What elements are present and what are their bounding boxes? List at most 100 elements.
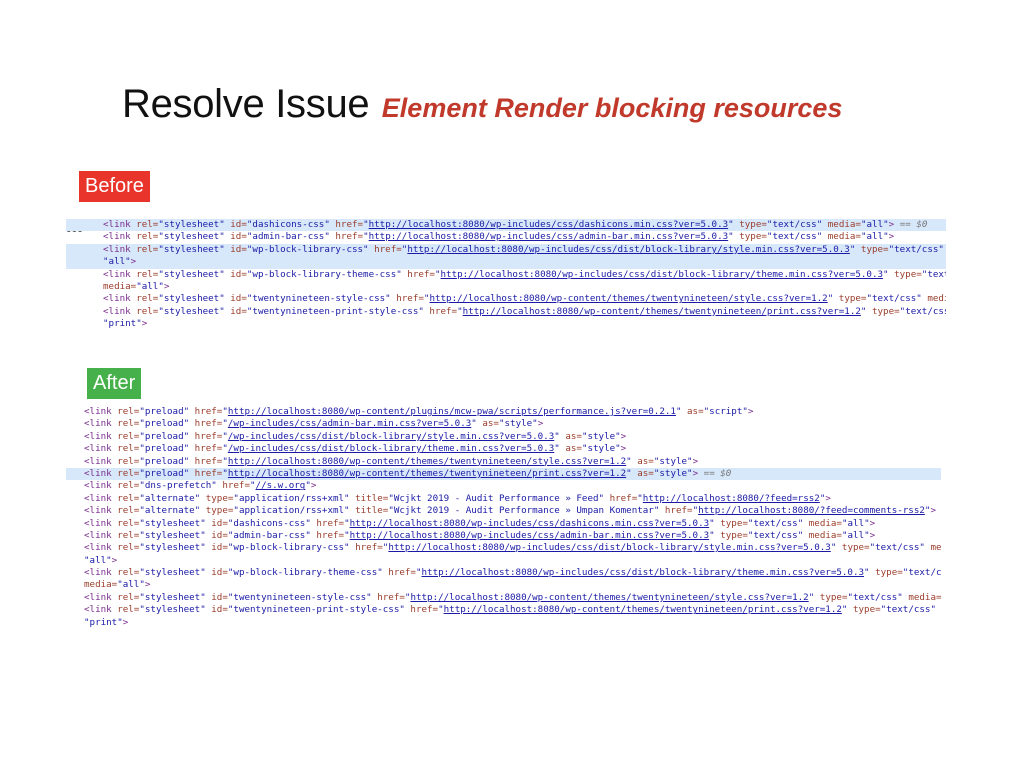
resource-link[interactable]: http://localhost:8080/wp-includes/css/ad…: [349, 529, 710, 541]
attr-name: id=: [224, 268, 247, 280]
resource-link[interactable]: http://localhost:8080/wp-includes/css/di…: [421, 567, 865, 579]
attr-value: ": [860, 305, 867, 317]
attr-value: "dashicons-css": [246, 219, 330, 230]
resource-link[interactable]: /wp-includes/css/dist/block-library/styl…: [227, 430, 555, 442]
dom-node-line[interactable]: <link rel="stylesheet" id="admin-bar-css…: [66, 530, 941, 542]
dom-node-line[interactable]: <link rel="alternate" type="application/…: [66, 493, 941, 505]
attr-value: ": [830, 542, 837, 554]
dom-node-code: <link rel="dns-prefetch" href="//s.w.org…: [84, 480, 316, 492]
attr-value: "wp-block-library-css": [227, 542, 350, 554]
attr-value: >: [888, 219, 895, 230]
dom-node-line[interactable]: <link rel="stylesheet" id="twentyninetee…: [66, 306, 946, 318]
dom-node-line[interactable]: <link rel="preload" href="http://localho…: [66, 406, 941, 418]
dom-node-line[interactable]: media="all">: [66, 281, 946, 293]
dom-node-code: <link rel="stylesheet" id="dashicons-css…: [103, 219, 927, 231]
attr-value: >: [130, 256, 137, 268]
dom-node-line[interactable]: <link rel="stylesheet" id="dashicons-css…: [66, 518, 941, 530]
attr-value: "twentynineteen-print-style-css": [246, 305, 424, 317]
resource-link[interactable]: http://localhost:8080/wp-includes/css/di…: [407, 243, 850, 255]
attr-value: "dns-prefetch": [139, 480, 217, 492]
attr-name: rel=: [111, 467, 140, 479]
dom-node-line[interactable]: <link rel="stylesheet" id="wp-block-libr…: [66, 542, 941, 554]
attr-name: id=: [224, 219, 247, 230]
dom-node-line[interactable]: "print">: [66, 318, 946, 330]
dom-node-line[interactable]: <link rel="alternate" type="application/…: [66, 505, 941, 517]
attr-value: "all": [841, 529, 870, 541]
attr-name: type=: [714, 529, 748, 541]
tag-name: <link: [84, 567, 112, 579]
dom-node-line[interactable]: <link rel="preload" href="/wp-includes/c…: [66, 431, 941, 443]
dom-node-line[interactable]: media="all">: [66, 579, 941, 591]
attr-value: "stylesheet": [139, 529, 206, 541]
dom-node-line[interactable]: <link rel="stylesheet" id="dashicons-css…: [66, 219, 946, 232]
resource-link[interactable]: http://localhost:8080/wp-includes/css/da…: [349, 517, 710, 529]
attr-name: rel=: [111, 529, 140, 541]
attr-value: "twentynineteen-print-style-css": [227, 604, 405, 616]
attr-value: "text/css": [888, 243, 944, 255]
attr-name: type=: [866, 305, 900, 317]
attr-name: type=: [814, 591, 848, 603]
resource-link[interactable]: http://localhost:8080/wp-includes/css/da…: [368, 219, 729, 230]
resource-link[interactable]: http://localhost:8080/wp-includes/css/ad…: [368, 231, 729, 243]
dom-node-code: <link rel="preload" href="/wp-includes/c…: [84, 443, 626, 455]
attr-value: >: [144, 579, 151, 591]
dom-node-line[interactable]: "print">: [66, 617, 941, 629]
resource-link[interactable]: http://localhost:8080/wp-content/themes/…: [410, 591, 809, 603]
attr-name: rel=: [130, 268, 159, 280]
resource-link[interactable]: http://localhost:8080/?feed=comments-rss…: [698, 505, 925, 517]
resource-link[interactable]: http://localhost:8080/wp-content/themes/…: [227, 467, 627, 479]
dom-node-code: "print">: [84, 617, 128, 629]
attr-name: rel=: [111, 591, 140, 603]
attr-name: href=: [329, 219, 364, 230]
resource-link[interactable]: http://localhost:8080/?feed=rss2: [642, 492, 820, 504]
dom-node-line[interactable]: <link rel="dns-prefetch" href="//s.w.org…: [66, 480, 941, 492]
attr-name: href=: [189, 406, 223, 417]
resource-link[interactable]: http://localhost:8080/wp-content/themes/…: [443, 604, 842, 616]
dom-node-line[interactable]: <link rel="stylesheet" id="wp-block-libr…: [66, 567, 941, 579]
attr-name: id=: [224, 243, 247, 255]
resource-link[interactable]: /wp-includes/css/dist/block-library/them…: [227, 443, 555, 455]
resource-link[interactable]: http://localhost:8080/wp-content/themes/…: [429, 293, 828, 305]
attr-name: type=: [714, 517, 748, 529]
attr-value: ": [827, 293, 834, 305]
dom-node-line[interactable]: <link rel="stylesheet" id="twentyninetee…: [66, 604, 941, 616]
attr-value: "stylesheet": [139, 517, 206, 529]
attr-value: "Wcjkt 2019 - Audit Performance » Umpan …: [388, 505, 660, 517]
attr-name: media=: [822, 231, 861, 243]
resource-link[interactable]: http://localhost:8080/wp-includes/css/di…: [440, 268, 884, 280]
attr-name: href=: [404, 604, 439, 616]
dom-node-line[interactable]: <link rel="stylesheet" id="wp-block-libr…: [66, 243, 946, 257]
resource-link[interactable]: http://localhost:8080/wp-includes/css/di…: [388, 542, 831, 554]
resource-link[interactable]: http://localhost:8080/wp-content/themes/…: [462, 305, 861, 317]
dom-node-line[interactable]: <link rel="stylesheet" id="twentyninetee…: [66, 592, 941, 604]
attr-name: type=: [733, 231, 767, 243]
attr-value: "all": [84, 554, 112, 566]
attr-value: ": [401, 243, 408, 255]
attr-value: >: [111, 554, 118, 566]
dom-node-line[interactable]: "all">: [66, 555, 941, 567]
attr-name: href=: [216, 480, 250, 492]
attr-name: rel=: [111, 443, 140, 455]
resource-link[interactable]: http://localhost:8080/wp-content/themes/…: [227, 455, 627, 467]
dom-node-line[interactable]: <link rel="preload" href="/wp-includes/c…: [66, 418, 941, 430]
selected-marker: == $0: [698, 467, 732, 479]
dom-node-line[interactable]: <link rel="preload" href="http://localho…: [66, 456, 941, 468]
attr-value: "admin-bar-css": [227, 529, 311, 541]
attr-value: ": [864, 567, 870, 579]
tag-name: <link: [103, 231, 131, 243]
dom-node-line[interactable]: <link rel="stylesheet" id="admin-bar-css…: [66, 231, 946, 243]
attr-value: ": [250, 480, 256, 492]
dom-node-line[interactable]: <link rel="preload" href="/wp-includes/c…: [66, 443, 941, 455]
attr-name: media=: [902, 591, 941, 603]
dom-node-line[interactable]: "all">: [66, 256, 946, 269]
attr-name: media=: [103, 280, 137, 292]
resource-link[interactable]: //s.w.org: [255, 480, 306, 492]
tag-name: <link: [103, 293, 131, 305]
resource-link[interactable]: http://localhost:8080/wp-content/plugins…: [227, 406, 676, 417]
attr-name: rel=: [130, 293, 159, 305]
resource-link[interactable]: /wp-includes/css/admin-bar.min.css?ver=5…: [227, 418, 472, 430]
dom-node-line[interactable]: <link rel="stylesheet" id="wp-block-libr…: [66, 269, 946, 281]
attr-value: >: [692, 467, 699, 479]
dom-node-line[interactable]: <link rel="preload" href="http://localho…: [66, 467, 941, 481]
dom-node-line[interactable]: <link rel="stylesheet" id="twentyninetee…: [66, 293, 946, 305]
